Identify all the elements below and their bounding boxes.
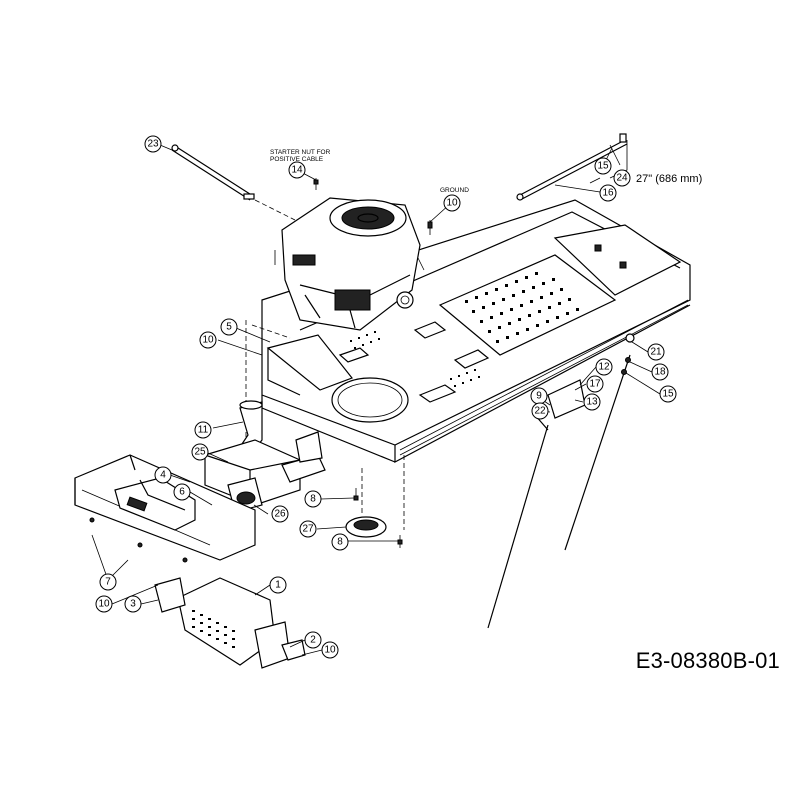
svg-text:16: 16 [602, 188, 614, 199]
leader-lines [91, 144, 661, 656]
callout-17: 17 [586, 375, 604, 393]
callout-27: 27 [299, 520, 317, 538]
diagram-code: E3-08380B-01 [635, 648, 780, 673]
muffler [204, 431, 326, 513]
pulley [345, 455, 405, 548]
callout-22: 22 [531, 402, 549, 420]
callout-9: 9 [530, 387, 548, 405]
callout-3: 3 [124, 595, 142, 613]
callout-5: 5 [220, 318, 238, 336]
starter-note-line2: POSITIVE CABLE [270, 156, 324, 163]
callout-4: 4 [154, 466, 172, 484]
svg-text:25: 25 [194, 447, 206, 458]
svg-text:13: 13 [586, 397, 598, 408]
svg-text:8: 8 [310, 494, 316, 505]
callouts: 23 14 10 15 24 16 5 10 11 25 4 6 8 26 27… [95, 135, 677, 659]
callout-8: 8 [304, 490, 322, 508]
svg-text:6: 6 [179, 487, 185, 498]
svg-text:1: 1 [275, 580, 281, 591]
callout-16: 16 [599, 184, 617, 202]
callout-6: 6 [173, 483, 191, 501]
svg-text:10: 10 [202, 335, 214, 346]
starter-cable [171, 144, 296, 221]
svg-text:27: 27 [302, 524, 314, 535]
svg-text:3: 3 [130, 599, 136, 610]
dimension-note: 27" (686 mm) [636, 173, 702, 185]
svg-text:18: 18 [654, 367, 666, 378]
starter-note-line1: STARTER NUT FOR [270, 149, 331, 156]
svg-text:22: 22 [534, 406, 546, 417]
svg-text:15: 15 [662, 389, 674, 400]
svg-text:17: 17 [589, 379, 601, 390]
svg-text:23: 23 [147, 139, 159, 150]
engine [274, 197, 425, 331]
callout-25: 25 [191, 443, 209, 461]
heat-shield [245, 320, 353, 470]
callout-10-b: 10 [199, 331, 217, 349]
lower-cover [154, 577, 306, 669]
svg-text:5: 5 [226, 322, 232, 333]
callout-10-c: 10 [95, 595, 113, 613]
callout-14: 14 [288, 161, 306, 179]
callout-10: 10 [443, 194, 461, 212]
callout-8-b: 8 [331, 533, 349, 551]
svg-text:4: 4 [160, 470, 166, 481]
callout-1: 1 [269, 576, 287, 594]
svg-text:9: 9 [536, 391, 542, 402]
grid-pattern [465, 272, 579, 343]
callout-21: 21 [647, 343, 665, 361]
svg-text:10: 10 [324, 645, 336, 656]
svg-text:26: 26 [274, 509, 286, 520]
svg-text:12: 12 [598, 362, 610, 373]
callout-13: 13 [583, 393, 601, 411]
svg-text:11: 11 [198, 425, 209, 436]
ground-note: GROUND [440, 187, 469, 194]
callout-23: 23 [144, 135, 162, 153]
svg-text:14: 14 [291, 165, 303, 176]
callout-10-d: 10 [321, 641, 339, 659]
svg-text:15: 15 [597, 161, 609, 172]
callout-15: 15 [594, 157, 612, 175]
callout-24: 24 [613, 169, 631, 187]
callout-12: 12 [595, 358, 613, 376]
callout-7: 7 [99, 573, 117, 591]
svg-text:2: 2 [310, 635, 316, 646]
frame [261, 199, 691, 463]
svg-text:8: 8 [337, 537, 343, 548]
svg-text:10: 10 [98, 599, 110, 610]
callout-11: 11 [194, 421, 212, 439]
notes: STARTER NUT FOR POSITIVE CABLE GROUND 27… [270, 149, 702, 194]
callout-2: 2 [304, 631, 322, 649]
svg-text:7: 7 [105, 577, 111, 588]
callout-15-b: 15 [659, 385, 677, 403]
svg-text:10: 10 [446, 198, 458, 209]
svg-text:21: 21 [650, 347, 662, 358]
svg-text:24: 24 [616, 173, 628, 184]
callout-18: 18 [651, 363, 669, 381]
callout-26: 26 [271, 505, 289, 523]
